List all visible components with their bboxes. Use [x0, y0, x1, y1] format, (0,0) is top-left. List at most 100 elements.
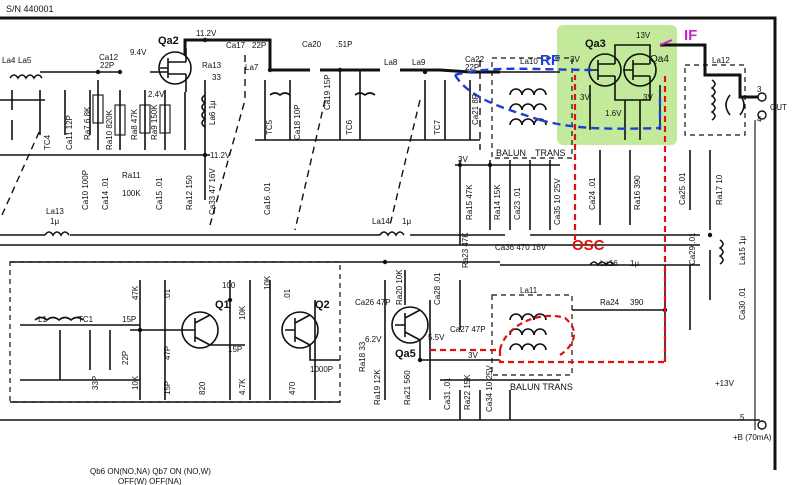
- footer-line-2: OFF(W) OFF(NA): [118, 477, 182, 485]
- la12-box: [684, 64, 746, 136]
- c22p-label: 22P: [121, 351, 130, 365]
- terminal-3: [757, 92, 767, 102]
- balun-bottom-coils: [509, 313, 547, 351]
- v11-2b: 11.2V: [210, 151, 231, 160]
- qa5-transistor: [391, 306, 429, 344]
- la7-label: La7: [245, 63, 259, 72]
- qa4-label: Qa4: [650, 54, 669, 65]
- out-shield: [725, 94, 745, 116]
- ra24-label: Ra24: [600, 298, 620, 307]
- ra12-label: Ra12 150: [185, 175, 194, 210]
- la14-value: 1μ: [402, 217, 411, 226]
- v11-2: 11.2V: [196, 29, 217, 38]
- osc-internal-wiring: [139, 280, 340, 400]
- if-arrow: [659, 39, 673, 46]
- ra10-label: Ra10 820K: [105, 109, 114, 150]
- mid-supply-ladder: [459, 150, 711, 245]
- la14-label: La14: [372, 217, 390, 226]
- balun-trans-top-box: [491, 57, 573, 159]
- ca20-label: Ca20: [302, 40, 322, 49]
- ca11-label: Ca11 12P: [65, 115, 74, 150]
- mixer-dc-lines: [589, 44, 661, 140]
- la15-label: La15 1μ: [738, 236, 747, 265]
- tc1-label: TC1: [78, 315, 94, 324]
- c33p-label: 33P: [91, 376, 100, 390]
- la14-coil: [379, 231, 405, 237]
- ca24-label: Ca24 .01: [588, 177, 597, 210]
- osc-label: OSC: [572, 237, 605, 254]
- ra20-label: Ra20 10K: [395, 269, 404, 305]
- la16-coil: [589, 261, 615, 267]
- terminal-4: [757, 110, 767, 120]
- ca17-value: 22P: [252, 41, 266, 50]
- rf-signal-path: [453, 67, 662, 130]
- la13-value: 1μ: [50, 217, 59, 226]
- ra13-label: Ra13: [202, 61, 222, 70]
- ca20-value: .51P: [336, 40, 352, 49]
- v3-a: 3V: [580, 93, 590, 102]
- trans-top-label: TRANS: [535, 148, 566, 158]
- junction-dots: [95, 37, 713, 363]
- lower-right-wiring: [0, 250, 760, 421]
- ca36-label: Ca36 470 16V: [495, 243, 547, 252]
- la16-label: La16: [600, 259, 618, 268]
- ra14-label: Ra14 15K: [493, 184, 502, 220]
- c15p-c-label: 15P: [228, 345, 242, 354]
- c15p-b-label: 15P: [163, 381, 172, 395]
- q1-label: Q1: [215, 299, 230, 311]
- v3-e: 3V: [468, 351, 478, 360]
- qa5-label: Qa5: [395, 348, 416, 360]
- v5-5: 5.5V: [428, 333, 445, 342]
- c1000p-label: 1000P: [310, 365, 333, 374]
- r100-label: 100: [222, 281, 236, 290]
- if-output-line: [660, 43, 760, 99]
- ca17-label: Ca17: [226, 41, 246, 50]
- ca12-label: Ca12: [99, 53, 119, 62]
- la12-label: La12: [712, 56, 730, 65]
- tc5-label: TC5: [265, 119, 274, 135]
- ra8-label: Ra8 47K: [130, 108, 139, 140]
- la13-coil: [44, 231, 70, 237]
- r47k-a-label: 47K: [131, 285, 140, 300]
- la4-label: La4: [2, 56, 16, 65]
- osc-signal-path: [430, 75, 667, 364]
- v3-b: 3V: [570, 55, 580, 64]
- ca18-label: Ca18 10P: [293, 104, 302, 140]
- ra19-label: Ra19 12K: [373, 369, 382, 405]
- terminal-4-label: 4: [757, 115, 762, 124]
- v2-4: 2.4V: [148, 90, 165, 99]
- la11-label: La11: [520, 286, 538, 295]
- ca12-value: 22P: [100, 61, 114, 70]
- ra21-label: Ra21 560: [403, 370, 412, 405]
- ca29-label: Ca29 .01: [688, 232, 697, 265]
- la10-label: La10: [520, 57, 538, 66]
- ca23-label: Ca23 .01: [513, 187, 522, 220]
- ra22-label: Ra22 15K: [463, 374, 472, 410]
- v9-4: 9.4V: [130, 48, 147, 57]
- v3-d: 3V: [458, 155, 468, 164]
- qa4-transistor: [623, 53, 657, 87]
- ca26-label: Ca26 47P: [355, 298, 391, 307]
- balun-trans-bottom-box: [491, 294, 573, 376]
- la6-label: La6 1μ: [208, 100, 217, 125]
- ca22-value: 22P: [465, 63, 479, 72]
- l1-coil-group: [20, 316, 160, 381]
- ra24-value: 390: [630, 298, 644, 307]
- ca22-label: Ca22: [465, 55, 485, 64]
- ca20-line: [320, 68, 500, 74]
- v1-6: 1.6V: [605, 109, 622, 118]
- tc7-label: TC7: [433, 119, 442, 135]
- ca31-label: Ca31 .01: [443, 377, 452, 410]
- balun-bottom-label: BALUN TRANS: [510, 382, 573, 392]
- v3-c: 3V: [643, 93, 653, 102]
- terminal-3-label: 3: [757, 85, 762, 94]
- if-label: IF: [684, 27, 697, 44]
- tc6-label: TC6: [345, 119, 354, 135]
- la12-coil: [710, 79, 716, 121]
- ca16-label: Ca16 .01: [263, 182, 272, 215]
- qa2-transistor: [158, 48, 192, 92]
- ra13-value: 33: [212, 73, 221, 82]
- ca21-label: Ca21 8P: [471, 94, 480, 125]
